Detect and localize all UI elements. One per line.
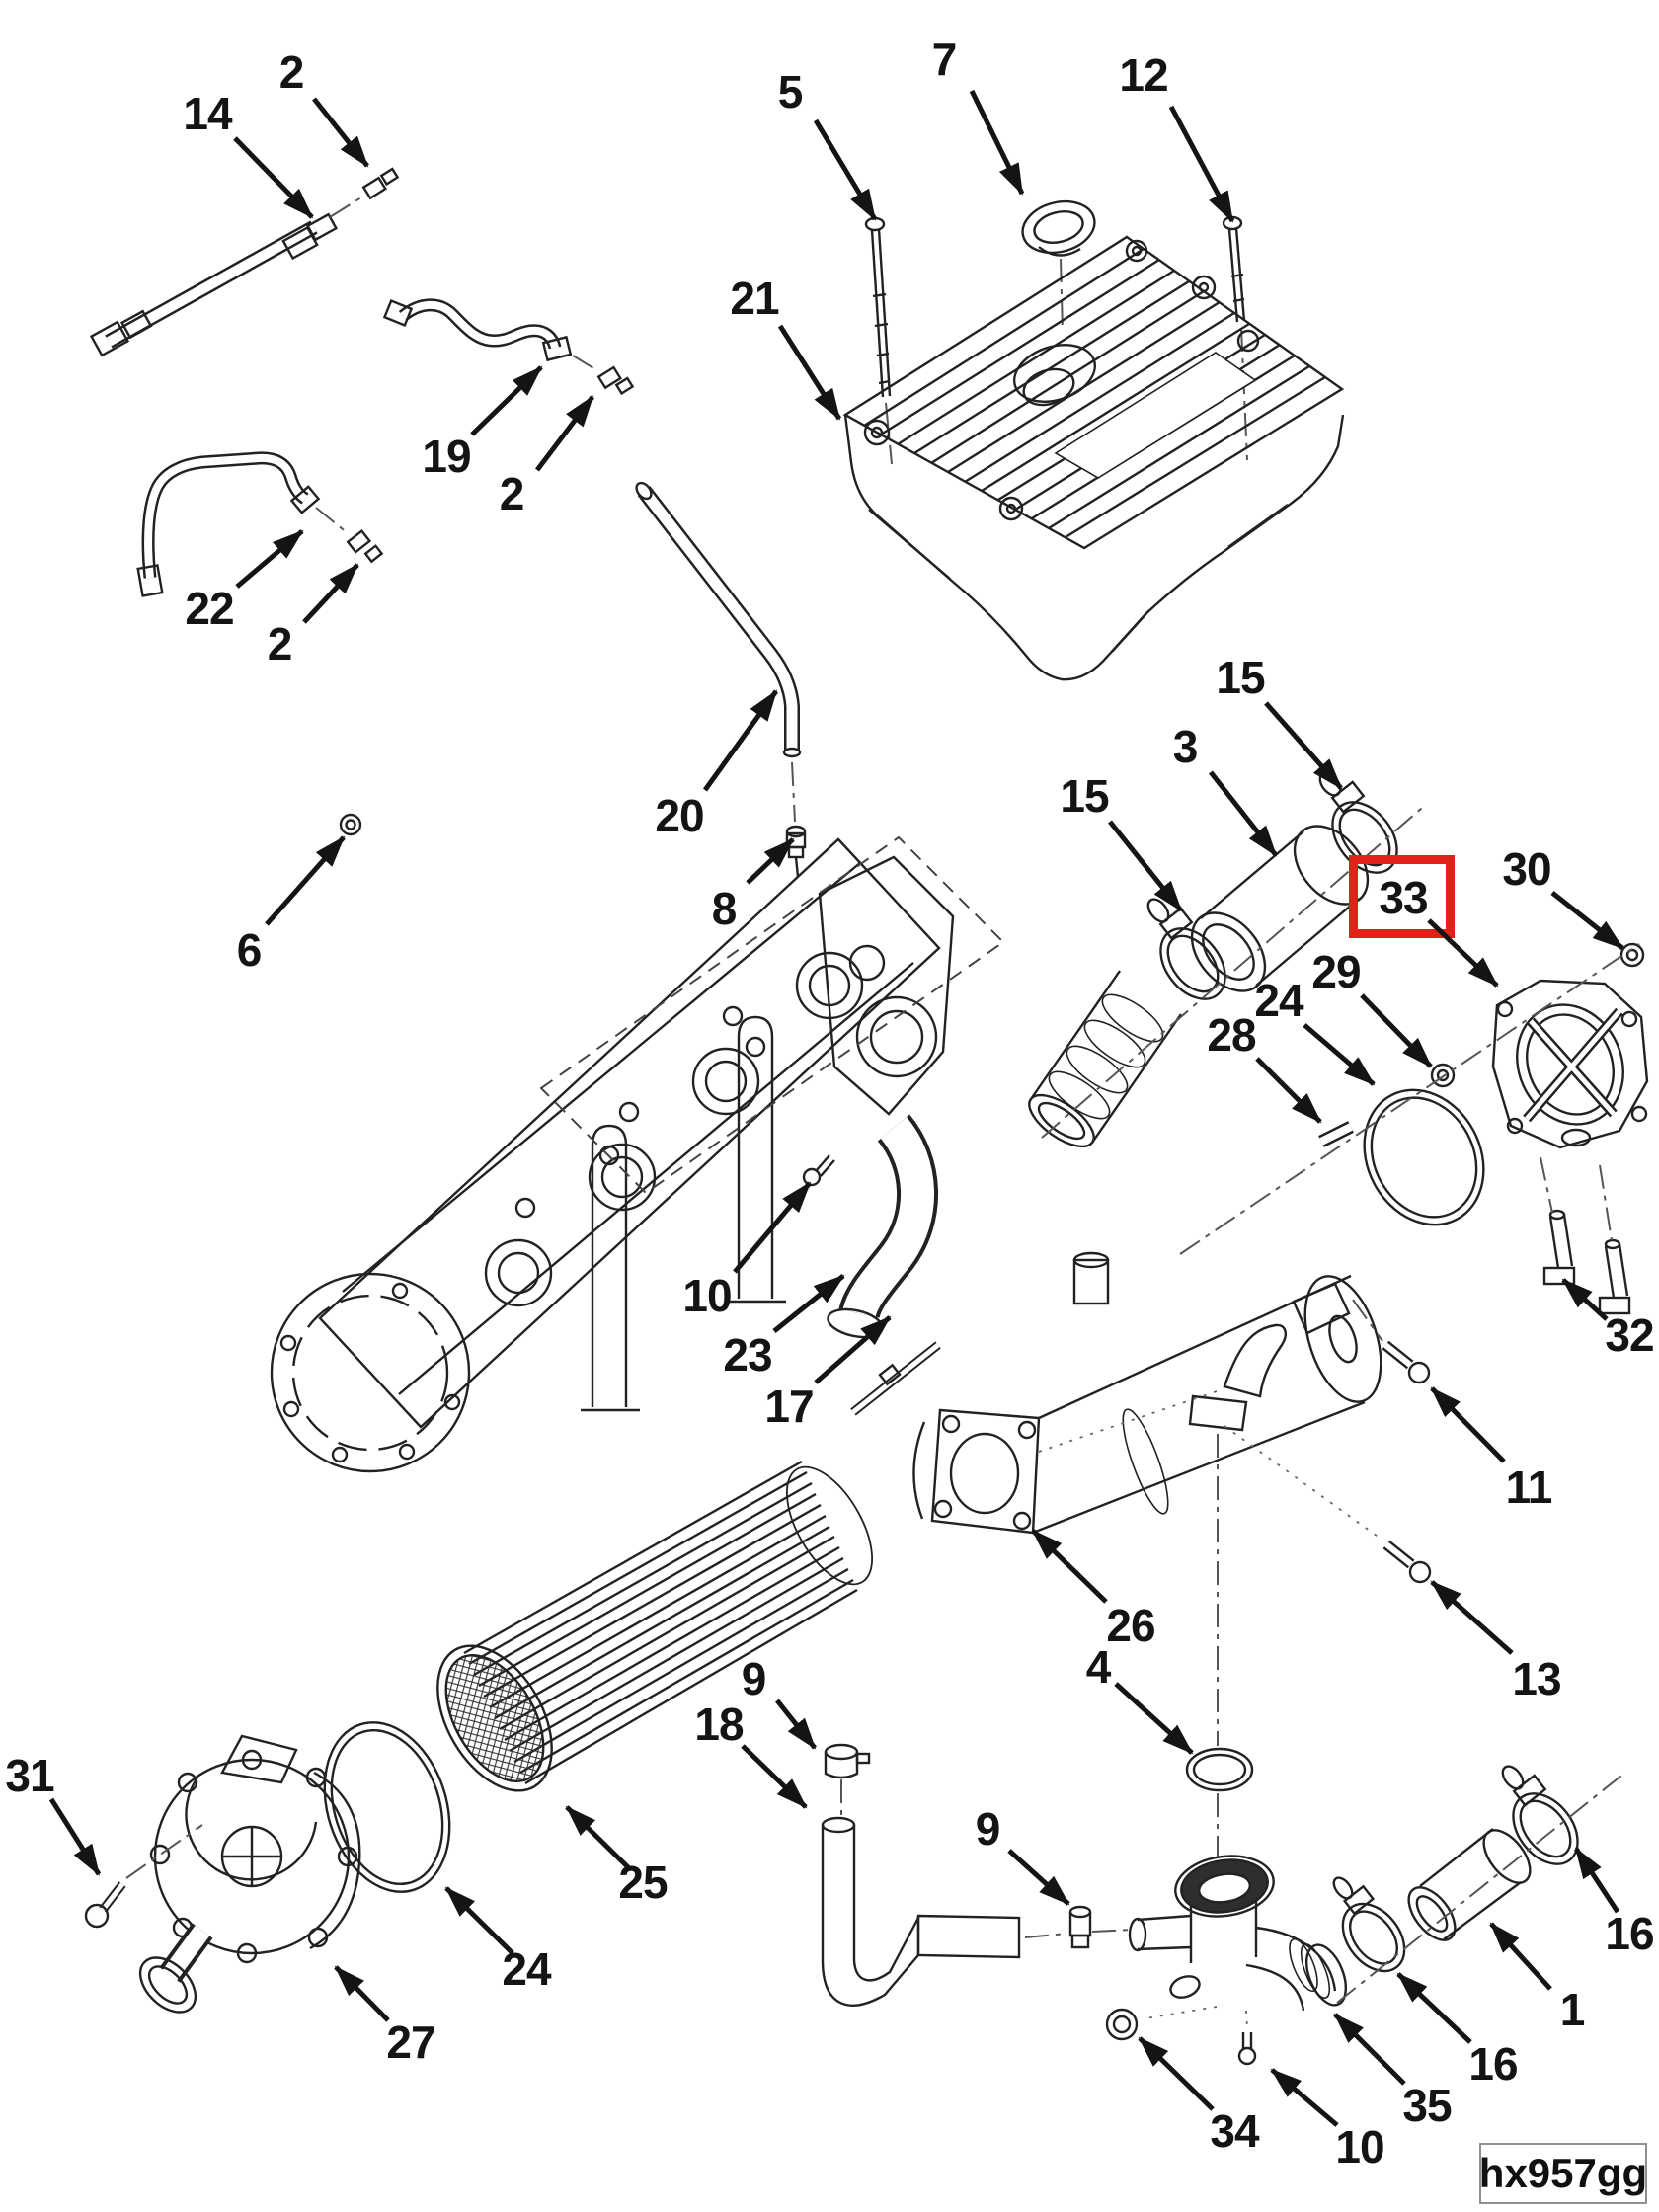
tube-19 — [382, 298, 599, 372]
callout-2c[interactable]: 2 — [267, 618, 293, 670]
oring-4 — [1185, 1747, 1254, 1792]
hose-clamp-16-right — [1501, 1765, 1579, 1865]
callout-10b[interactable]: 10 — [1335, 2121, 1384, 2172]
cooler-core-25 — [436, 1460, 873, 1792]
elbow-pipe-18 — [821, 1779, 1135, 2007]
oring-24-left — [323, 1721, 451, 1893]
valve-cover-21 — [842, 235, 1345, 681]
egr-cooler-26 — [912, 1251, 1383, 1856]
callout-22[interactable]: 22 — [185, 583, 234, 634]
drawing-id: hx957gg — [1478, 2150, 1648, 2196]
nut-29 — [1430, 1063, 1456, 1088]
fitting-2c — [346, 529, 384, 564]
axis-line-outlet — [1336, 1775, 1622, 2004]
filler-cap-7 — [1021, 199, 1096, 333]
callout-24b[interactable]: 24 — [502, 1943, 551, 1995]
hose-clamp-16-center — [1332, 1876, 1406, 1973]
bolt-13 — [1382, 1540, 1432, 1584]
tube-14 — [89, 197, 362, 357]
callout-29[interactable]: 29 — [1311, 946, 1361, 997]
callout-8[interactable]: 8 — [711, 883, 738, 934]
axis-line-plate — [1179, 943, 1640, 1255]
cover-plate-33-target — [1491, 979, 1649, 1149]
callout-5[interactable]: 5 — [777, 66, 804, 118]
breather-tube-20 — [635, 481, 802, 823]
callout-31[interactable]: 31 — [5, 1750, 54, 1801]
dowel-pin-28 — [1318, 1121, 1354, 1147]
drawing-id-box: hx957gg — [1479, 2143, 1647, 2204]
oring-24-right — [1363, 1088, 1485, 1226]
cap-9a — [824, 1743, 871, 1779]
corrugated-hose — [1028, 970, 1182, 1148]
callout-3[interactable]: 3 — [1172, 721, 1199, 772]
callout-13[interactable]: 13 — [1512, 1653, 1561, 1704]
callout-15b[interactable]: 15 — [1060, 770, 1109, 822]
callout-16b[interactable]: 16 — [1605, 1908, 1654, 1959]
callout-9a[interactable]: 9 — [741, 1653, 767, 1704]
callout-12[interactable]: 12 — [1119, 49, 1168, 101]
hose-3 — [1190, 825, 1370, 992]
nut-30 — [1620, 942, 1645, 968]
callout-19[interactable]: 19 — [422, 431, 471, 482]
fitting-2b — [596, 365, 635, 396]
hose-1 — [1407, 1828, 1532, 1941]
callout-7[interactable]: 7 — [931, 34, 958, 85]
callout-20[interactable]: 20 — [655, 790, 704, 841]
bolt-11 — [1382, 1340, 1431, 1384]
callout-11[interactable]: 11 — [1505, 1462, 1553, 1513]
plug-9b — [1068, 1905, 1092, 1949]
callout-34[interactable]: 34 — [1210, 2105, 1259, 2157]
callout-10a[interactable]: 10 — [682, 1270, 732, 1321]
callout-6[interactable]: 6 — [236, 924, 263, 976]
callout-14[interactable]: 14 — [183, 88, 232, 139]
nut-34 — [1105, 2008, 1139, 2041]
callout-4[interactable]: 4 — [1085, 1641, 1112, 1693]
tube-22 — [136, 451, 349, 597]
callout-32[interactable]: 32 — [1605, 1309, 1654, 1361]
rocker-housing-head — [270, 835, 1005, 1473]
callout-35[interactable]: 35 — [1402, 2080, 1452, 2131]
callout-17[interactable]: 17 — [764, 1381, 814, 1432]
fitting-2a — [361, 167, 400, 200]
callout-25[interactable]: 25 — [618, 1856, 668, 1908]
bolt-10-upper — [802, 1154, 835, 1187]
bolts-32 — [1540, 1156, 1631, 1315]
plug-6 — [339, 813, 362, 836]
callout-33[interactable]: 33 — [1379, 872, 1428, 923]
callout-26[interactable]: 26 — [1106, 1600, 1155, 1651]
callout-2a[interactable]: 2 — [278, 46, 305, 98]
callout-2b[interactable]: 2 — [499, 468, 525, 519]
highlight-box-33 — [1349, 855, 1455, 938]
callout-9b[interactable]: 9 — [975, 1803, 1001, 1855]
callout-1[interactable]: 1 — [1559, 1984, 1586, 2035]
bolt-10-lower — [1237, 2032, 1257, 2066]
callout-18[interactable]: 18 — [694, 1698, 744, 1750]
callout-21[interactable]: 21 — [730, 273, 779, 324]
callout-28[interactable]: 28 — [1207, 1009, 1256, 1061]
bolt-31 — [84, 1824, 203, 1929]
thermostat-housing — [1128, 1855, 1348, 2029]
callout-27[interactable]: 27 — [386, 2016, 435, 2068]
callout-23[interactable]: 23 — [723, 1329, 772, 1381]
callout-15a[interactable]: 15 — [1216, 652, 1265, 703]
callout-30[interactable]: 30 — [1502, 843, 1551, 895]
water-pump-27 — [138, 1734, 361, 2014]
callout-16a[interactable]: 16 — [1468, 2038, 1518, 2090]
callout-24a[interactable]: 24 — [1254, 975, 1304, 1026]
